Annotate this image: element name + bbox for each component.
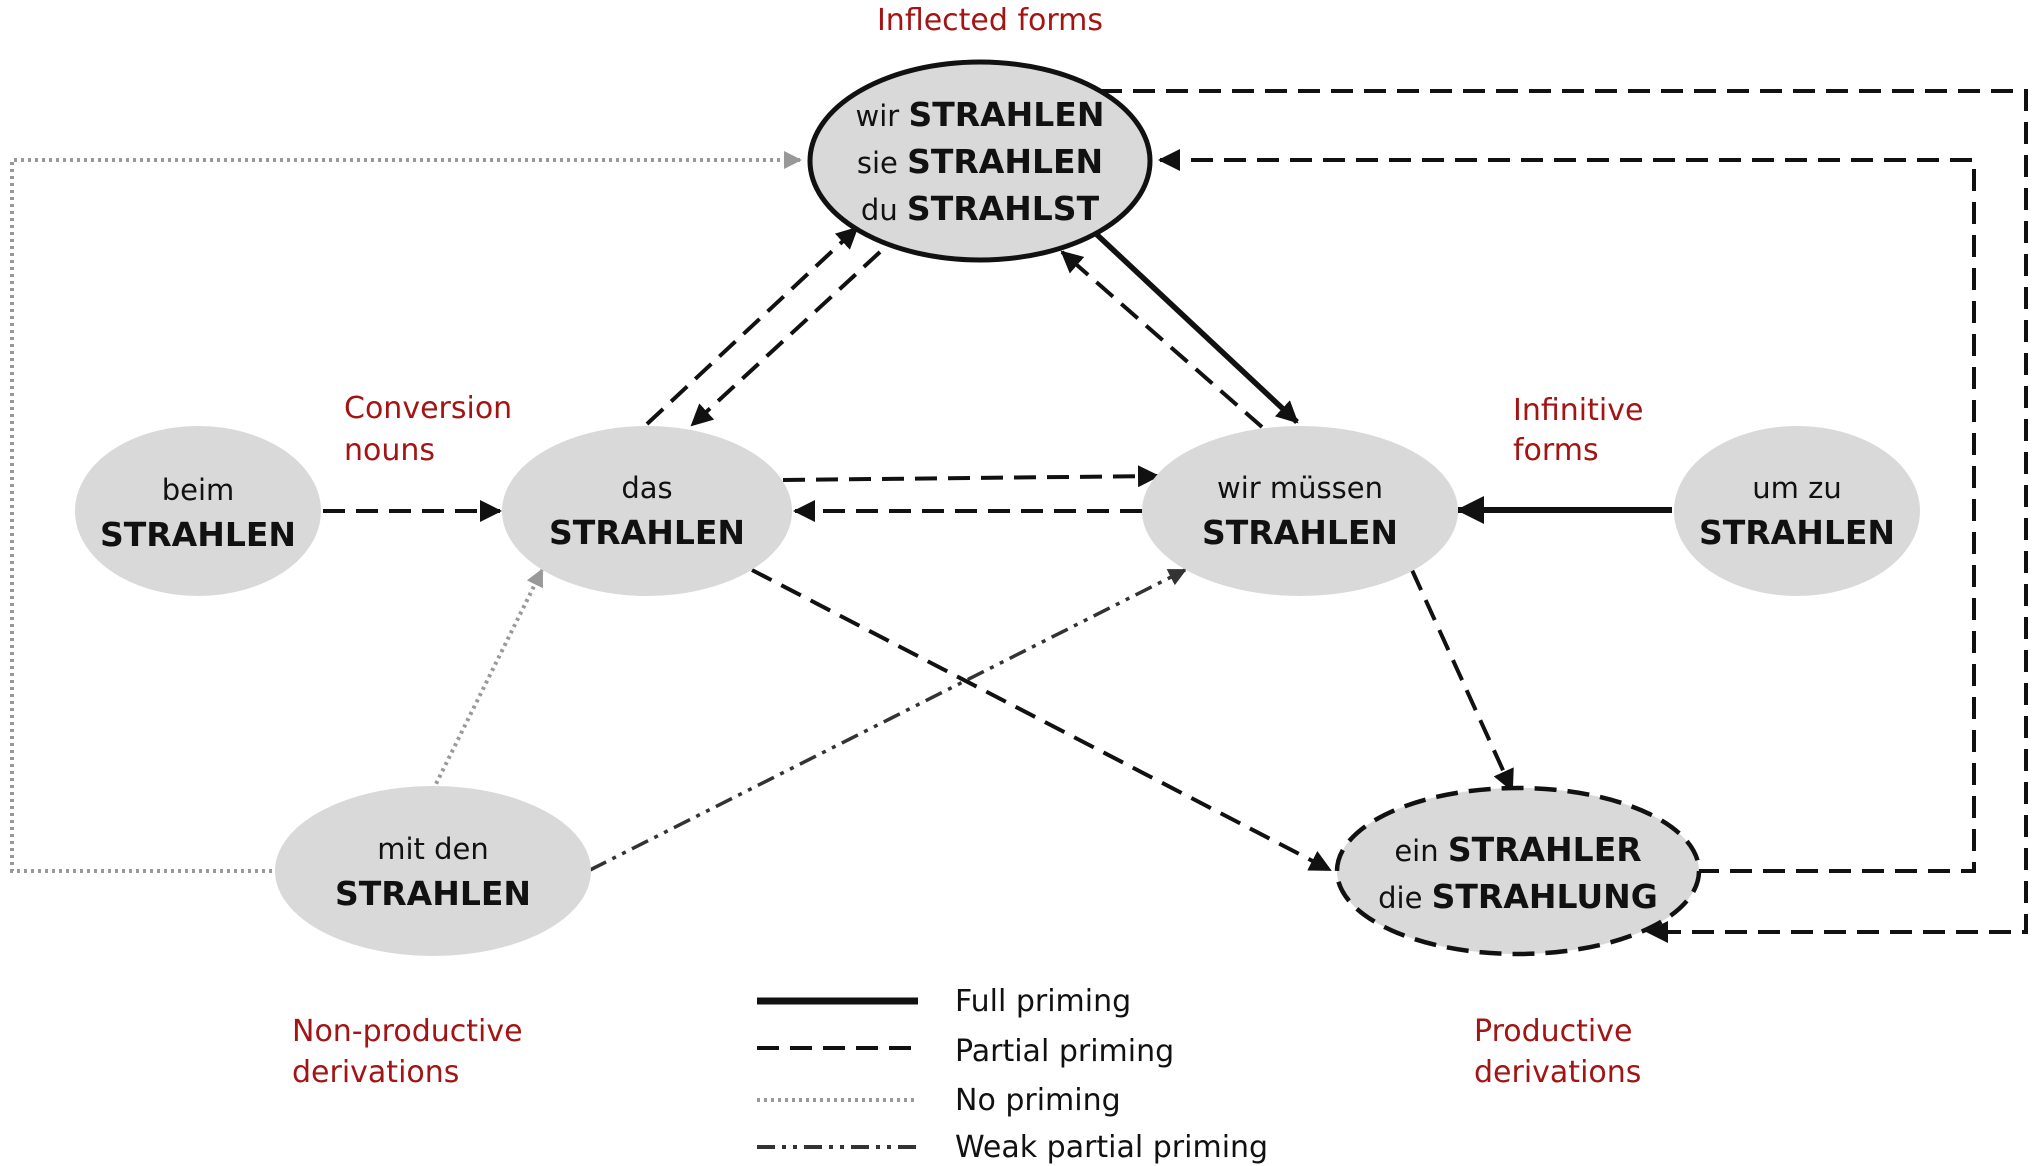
edge-wirmuessen-to-inflected-partial xyxy=(1060,250,1264,429)
node-das-shape xyxy=(502,426,792,596)
label-conversion-line-1: Conversion xyxy=(344,391,512,426)
legend-label-weak: Weak partial priming xyxy=(955,1130,1268,1165)
node-das-strahlen: das STRAHLEN xyxy=(502,426,792,596)
edge-das-to-wirmuessen-partial xyxy=(782,465,1160,488)
edge-inflected-to-wirmuessen-full xyxy=(1091,228,1299,425)
node-umzu-line-1: um zu xyxy=(1752,471,1841,505)
node-wirmuessen-line-1: wir müssen xyxy=(1217,471,1383,505)
edge-inflected-to-productive-partial xyxy=(1100,89,2028,943)
legend-label-none: No priming xyxy=(955,1083,1121,1118)
node-productive-line-2: die STRAHLUNG xyxy=(1378,877,1658,916)
label-nonproductive-line-1: Non-productive xyxy=(292,1014,523,1049)
node-umzu-shape xyxy=(1674,426,1920,596)
label-productive-line-1: Productive xyxy=(1474,1014,1632,1049)
edge-inflected-to-das-partial xyxy=(690,250,882,427)
node-beim-line-1: beim xyxy=(162,473,235,507)
label-nonproductive-line-2: derivations xyxy=(292,1055,459,1090)
label-productive-line-2: derivations xyxy=(1474,1055,1641,1090)
label-infinitive-line-2: forms xyxy=(1513,433,1599,468)
node-das-line-2: STRAHLEN xyxy=(549,513,745,552)
edge-mitden-to-wirmuessen-weak xyxy=(589,568,1187,872)
node-inflected-line-1: wir STRAHLEN xyxy=(856,95,1105,134)
node-mitden-shape xyxy=(275,786,591,956)
edge-wirmuessen-to-productive-partial xyxy=(1410,569,1514,792)
label-conversion-line-2: nouns xyxy=(344,433,435,468)
node-beim-strahlen: beim STRAHLEN xyxy=(75,426,321,596)
node-mitden-line-1: mit den xyxy=(377,832,489,866)
node-umzu-strahlen: um zu STRAHLEN xyxy=(1674,426,1920,596)
edge-mitden-to-inflected-no-priming xyxy=(10,151,802,873)
label-infinitive-line-1: Infinitive xyxy=(1513,393,1643,428)
node-das-line-1: das xyxy=(621,471,672,505)
node-inflected-line-3: du STRAHLST xyxy=(861,189,1100,228)
legend-label-full: Full priming xyxy=(955,984,1131,1019)
node-inflected-line-2: sie STRAHLEN xyxy=(857,142,1103,181)
label-inflected-forms: Inflected forms xyxy=(877,3,1103,38)
node-mitden-line-2: STRAHLEN xyxy=(335,874,531,913)
node-productive-shape xyxy=(1334,785,1702,957)
node-beim-shape xyxy=(75,426,321,596)
node-productive-derivations: ein STRAHLER die STRAHLUNG xyxy=(1334,785,1702,957)
node-inflected-forms-shape xyxy=(807,59,1153,263)
node-wirmuessen-shape xyxy=(1142,426,1458,596)
connectors xyxy=(10,89,2028,943)
node-wirmuessen-line-2: STRAHLEN xyxy=(1202,513,1398,552)
node-mitden-strahlen: mit den STRAHLEN xyxy=(275,786,591,956)
edge-mitden-to-das-no-priming xyxy=(431,568,544,791)
legend-label-partial: Partial priming xyxy=(955,1034,1174,1069)
edge-das-to-inflected-partial xyxy=(645,226,859,426)
category-labels: Inflected forms Conversion nouns Infinit… xyxy=(292,3,1643,1090)
node-beim-line-2: STRAHLEN xyxy=(100,515,296,554)
node-productive-line-1: ein STRAHLER xyxy=(1394,830,1641,869)
legend: Full priming Partial priming No priming … xyxy=(757,984,1268,1165)
node-umzu-line-2: STRAHLEN xyxy=(1699,513,1895,552)
node-wirmuessen-strahlen: wir müssen STRAHLEN xyxy=(1142,426,1458,596)
edge-das-to-productive-partial xyxy=(751,568,1332,872)
node-inflected-forms: wir STRAHLEN sie STRAHLEN du STRAHLST xyxy=(807,59,1153,263)
edge-productive-to-inflected-partial xyxy=(1158,149,1976,873)
